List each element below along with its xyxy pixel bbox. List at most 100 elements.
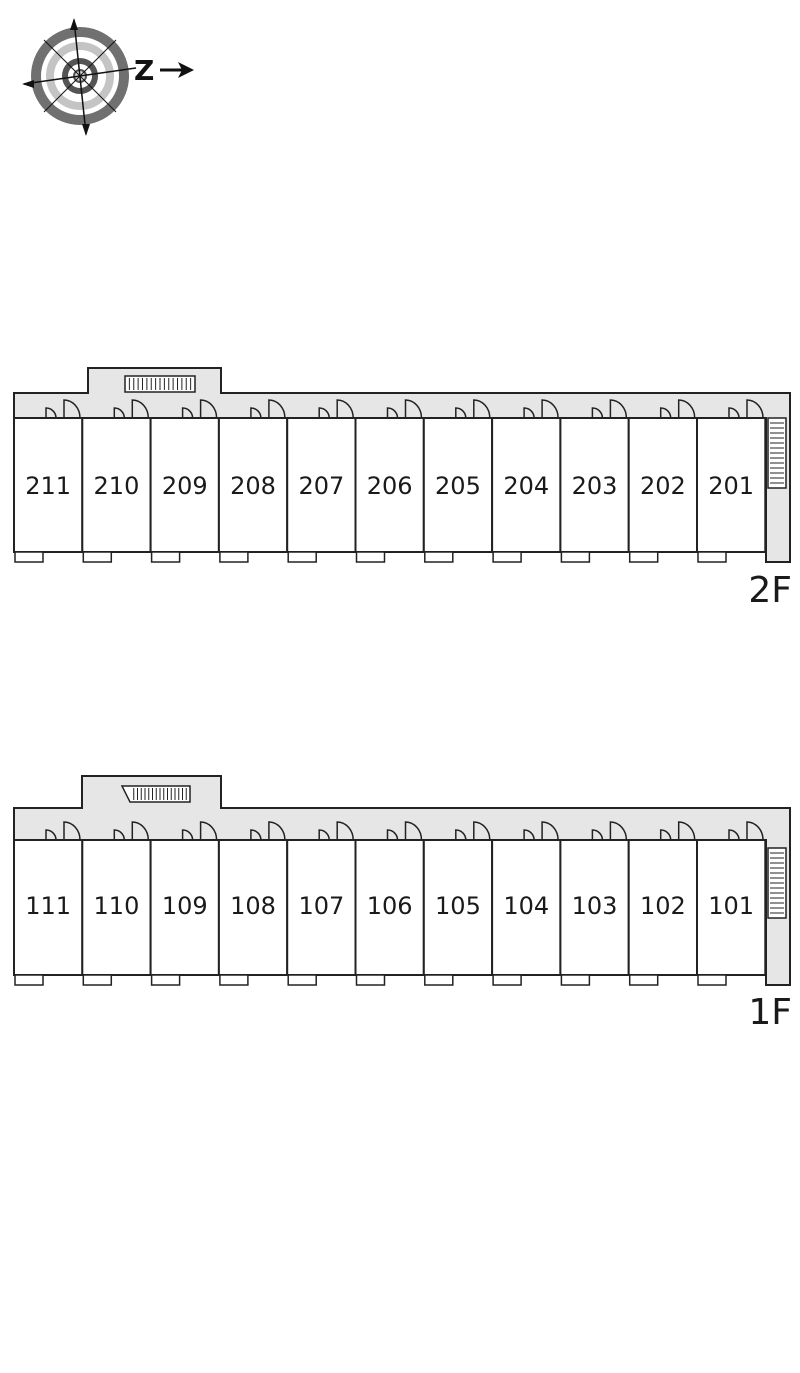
door-main-icon [473,821,491,841]
unit-204: 204 [491,399,562,563]
balcony [628,551,659,563]
unit-room [286,839,357,976]
unit-room [13,417,84,553]
unit-number: 105 [435,892,481,920]
balcony [14,551,44,563]
balcony [82,974,113,986]
door-small-icon [523,829,535,841]
unit-room [696,417,767,553]
balcony [697,551,727,563]
unit-room [627,839,699,976]
door-small-icon [318,407,330,419]
balcony [424,974,454,986]
door-main-icon [268,399,286,419]
door-main-icon [609,821,628,841]
balcony [287,974,317,986]
unit-107: 107 [286,821,357,986]
unit-room [13,839,84,976]
unit-number: 210 [94,472,140,500]
door-small-icon [45,407,57,419]
door-small-icon [181,829,194,841]
unit-room [149,417,220,553]
unit-room [696,839,767,976]
unit-room [81,839,152,976]
door-main-icon [131,821,150,841]
door-main-icon [746,399,764,419]
unit-206: 206 [354,399,425,563]
door-small-icon [455,829,467,841]
door-small-icon [386,407,399,419]
door-main-icon [609,399,628,419]
unit-number: 102 [640,892,686,920]
door-main-icon [404,821,423,841]
door-small-icon [113,829,126,841]
unit-room [491,839,562,976]
door-small-icon [455,407,467,419]
door-main-icon [199,821,218,841]
balcony [492,551,522,563]
unit-104: 104 [491,821,562,986]
door-main-icon [541,399,559,419]
balcony [219,551,249,563]
unit-number: 208 [230,472,276,500]
door-small-icon [45,829,57,841]
balcony [14,974,44,986]
balcony [82,551,113,563]
unit-room [559,417,630,553]
stairs-side [767,847,787,919]
north-label: Z [134,54,154,87]
balcony [355,974,386,986]
unit-109: 109 [149,821,220,986]
unit-208: 208 [217,399,289,563]
balcony [628,974,659,986]
door-main-icon [131,399,150,419]
unit-number: 204 [503,472,549,500]
stairs-side [767,417,787,489]
door-small-icon [181,407,194,419]
unit-number: 101 [708,892,754,920]
door-small-icon [523,407,535,419]
unit-number: 207 [298,472,344,500]
balcony [355,551,386,563]
unit-210: 210 [81,399,152,563]
floor-label: 1F [748,992,792,1033]
unit-111: 111 [13,821,84,986]
door-small-icon [250,407,262,419]
balcony [697,974,727,986]
door-main-icon [746,821,764,841]
unit-room [627,417,699,553]
unit-number: 201 [708,472,754,500]
door-main-icon [63,399,81,419]
unit-105: 105 [422,821,494,986]
unit-number: 108 [230,892,276,920]
unit-108: 108 [217,821,289,986]
unit-number: 107 [298,892,344,920]
balcony [424,551,454,563]
door-small-icon [728,829,740,841]
unit-103: 103 [559,821,630,986]
unit-number: 103 [572,892,618,920]
unit-number: 209 [162,472,208,500]
unit-102: 102 [627,821,699,986]
door-small-icon [113,407,126,419]
door-main-icon [473,399,491,419]
unit-room [217,839,289,976]
door-small-icon [659,829,672,841]
balcony [492,974,522,986]
door-main-icon [677,821,696,841]
unit-room [286,417,357,553]
balcony [150,551,181,563]
door-main-icon [677,399,696,419]
unit-202: 202 [627,399,699,563]
door-main-icon [63,821,81,841]
unit-number: 205 [435,472,481,500]
unit-number: 104 [503,892,549,920]
balcony [560,551,591,563]
door-small-icon [728,407,740,419]
unit-room [354,417,425,553]
unit-number: 206 [367,472,413,500]
